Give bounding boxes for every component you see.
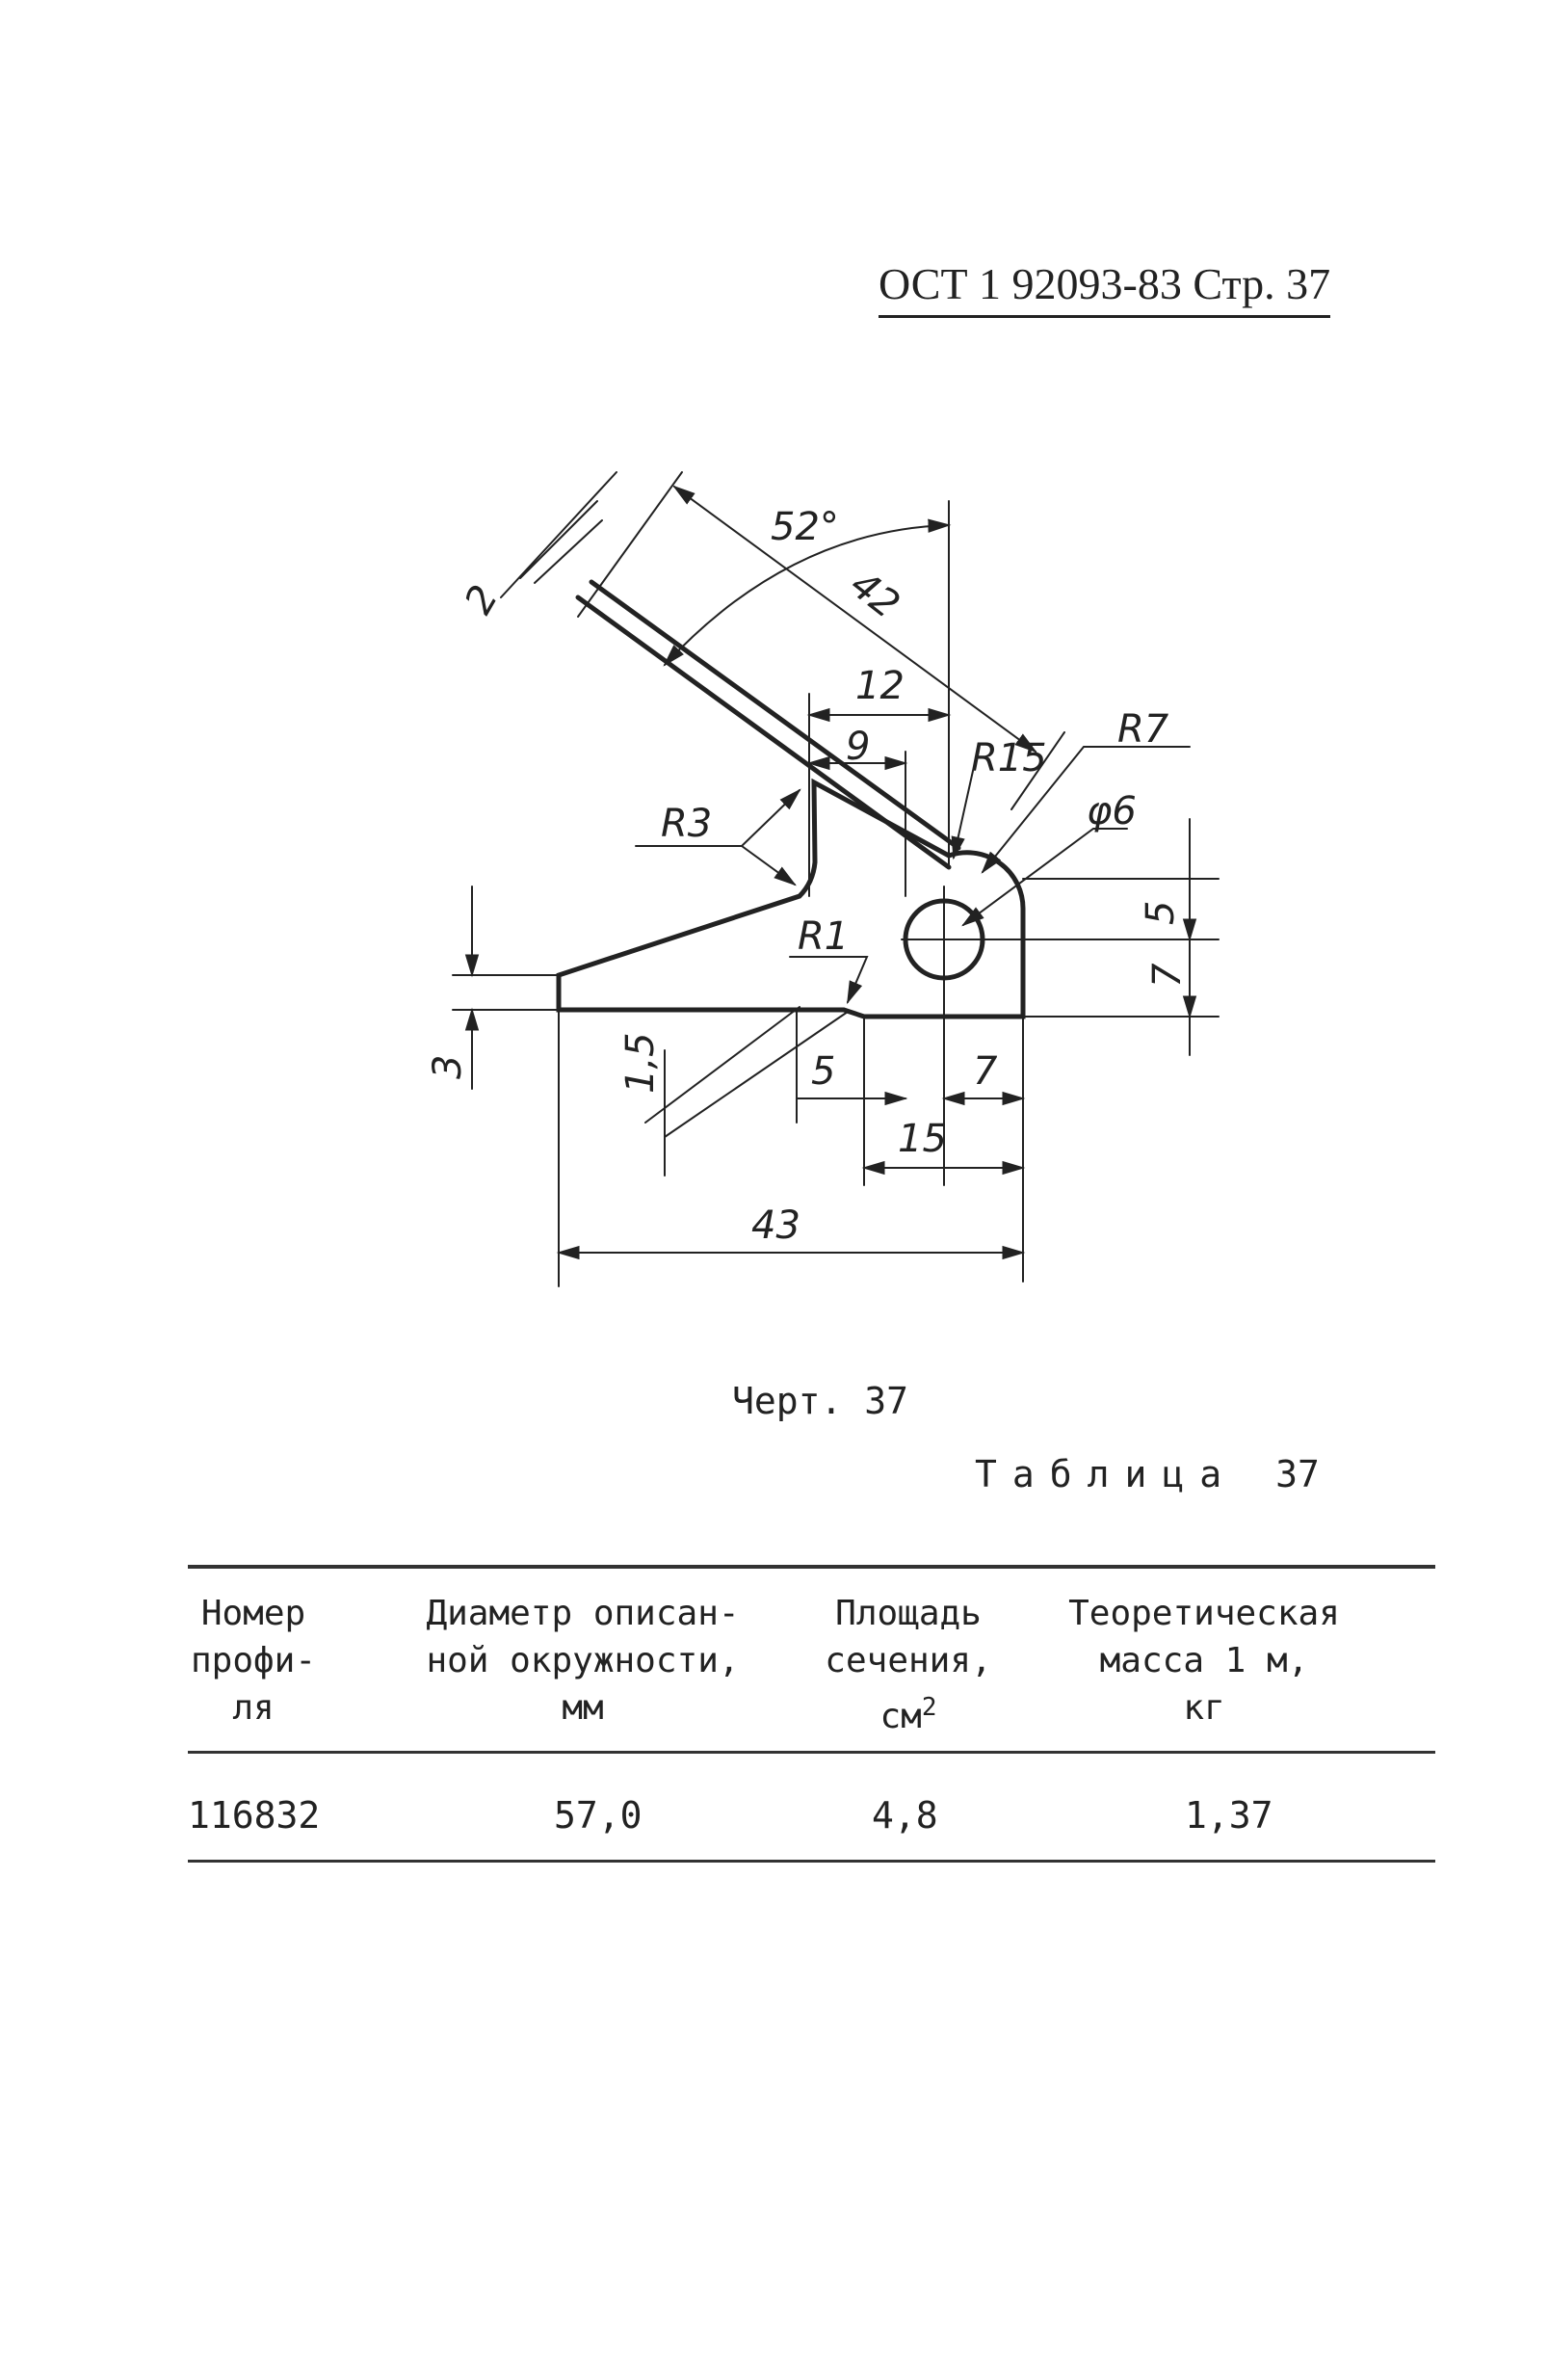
header-diameter: Диаметр описан- ной окружности, мм: [400, 1590, 766, 1732]
header-line: ной окружности,: [426, 1641, 740, 1680]
header-line: Теоретическая: [1068, 1594, 1340, 1633]
dim-5-right: 5: [1139, 901, 1183, 925]
header-mass: Теоретическая масса 1 м, кг: [1045, 1590, 1363, 1732]
dim-r15: R15: [971, 736, 1047, 780]
header-line: профи-: [190, 1641, 317, 1680]
dim-r1: R1: [798, 914, 849, 959]
document-designation: ОСТ 1 92093-83 Стр. 37: [879, 258, 1331, 318]
dim-15-bottom: 15: [898, 1117, 947, 1161]
dim-angle: 52°: [771, 505, 839, 549]
table-top-rule: [188, 1565, 1435, 1569]
profile-outline: [556, 778, 1026, 1019]
inclined-flange: [575, 579, 961, 870]
header-line: сечения,: [825, 1641, 992, 1680]
header-line: Номер: [200, 1594, 306, 1633]
table-title: Таблица 37: [975, 1453, 1320, 1495]
area-unit-exponent: 2: [921, 1693, 937, 1722]
header-line: ля: [232, 1688, 275, 1728]
table-bottom-rule: [188, 1860, 1435, 1863]
header-line: Диаметр описан-: [426, 1594, 740, 1633]
dim-r7: R7: [1117, 707, 1169, 752]
dim-12: 12: [855, 664, 905, 708]
dim-2: 2: [457, 578, 508, 621]
table-title-word: Таблица: [975, 1453, 1238, 1495]
header-line: кг: [1183, 1688, 1225, 1728]
header-line: масса 1 м,: [1099, 1641, 1309, 1680]
cell-area: 4,8: [872, 1794, 938, 1837]
header-line: см2: [807, 1684, 1010, 1740]
cell-diameter: 57,0: [554, 1794, 643, 1837]
dim-43: 43: [751, 1203, 800, 1248]
header-line: мм: [562, 1688, 604, 1728]
dim-hole: φ6: [1087, 789, 1137, 833]
header-area: Площадь сечения, см2: [807, 1590, 1010, 1740]
cell-mass: 1,37: [1185, 1794, 1273, 1837]
area-unit: см: [879, 1697, 922, 1736]
table-number: 37: [1275, 1453, 1320, 1495]
dim-7-right: 7: [1145, 963, 1190, 988]
drawing-caption: Черт. 37: [732, 1380, 909, 1422]
dim-3-left: 3: [426, 1055, 470, 1079]
dim-9: 9: [846, 725, 870, 769]
header-line: Площадь: [835, 1594, 982, 1633]
header-profile-number: Номер профи- ля: [181, 1590, 326, 1732]
table-header-rule: [188, 1751, 1435, 1754]
profile-drawing: 52° 42 2 12 9 R15 R7 φ6 R3 R1 5 7 3 1,5 …: [426, 471, 1220, 1287]
dim-r3: R3: [661, 802, 712, 846]
dim-1-5: 1,5: [618, 1032, 663, 1094]
cell-profile-number: 116832: [188, 1794, 321, 1837]
dim-7-bottom: 7: [973, 1049, 998, 1094]
dim-5-bottom: 5: [811, 1049, 835, 1094]
